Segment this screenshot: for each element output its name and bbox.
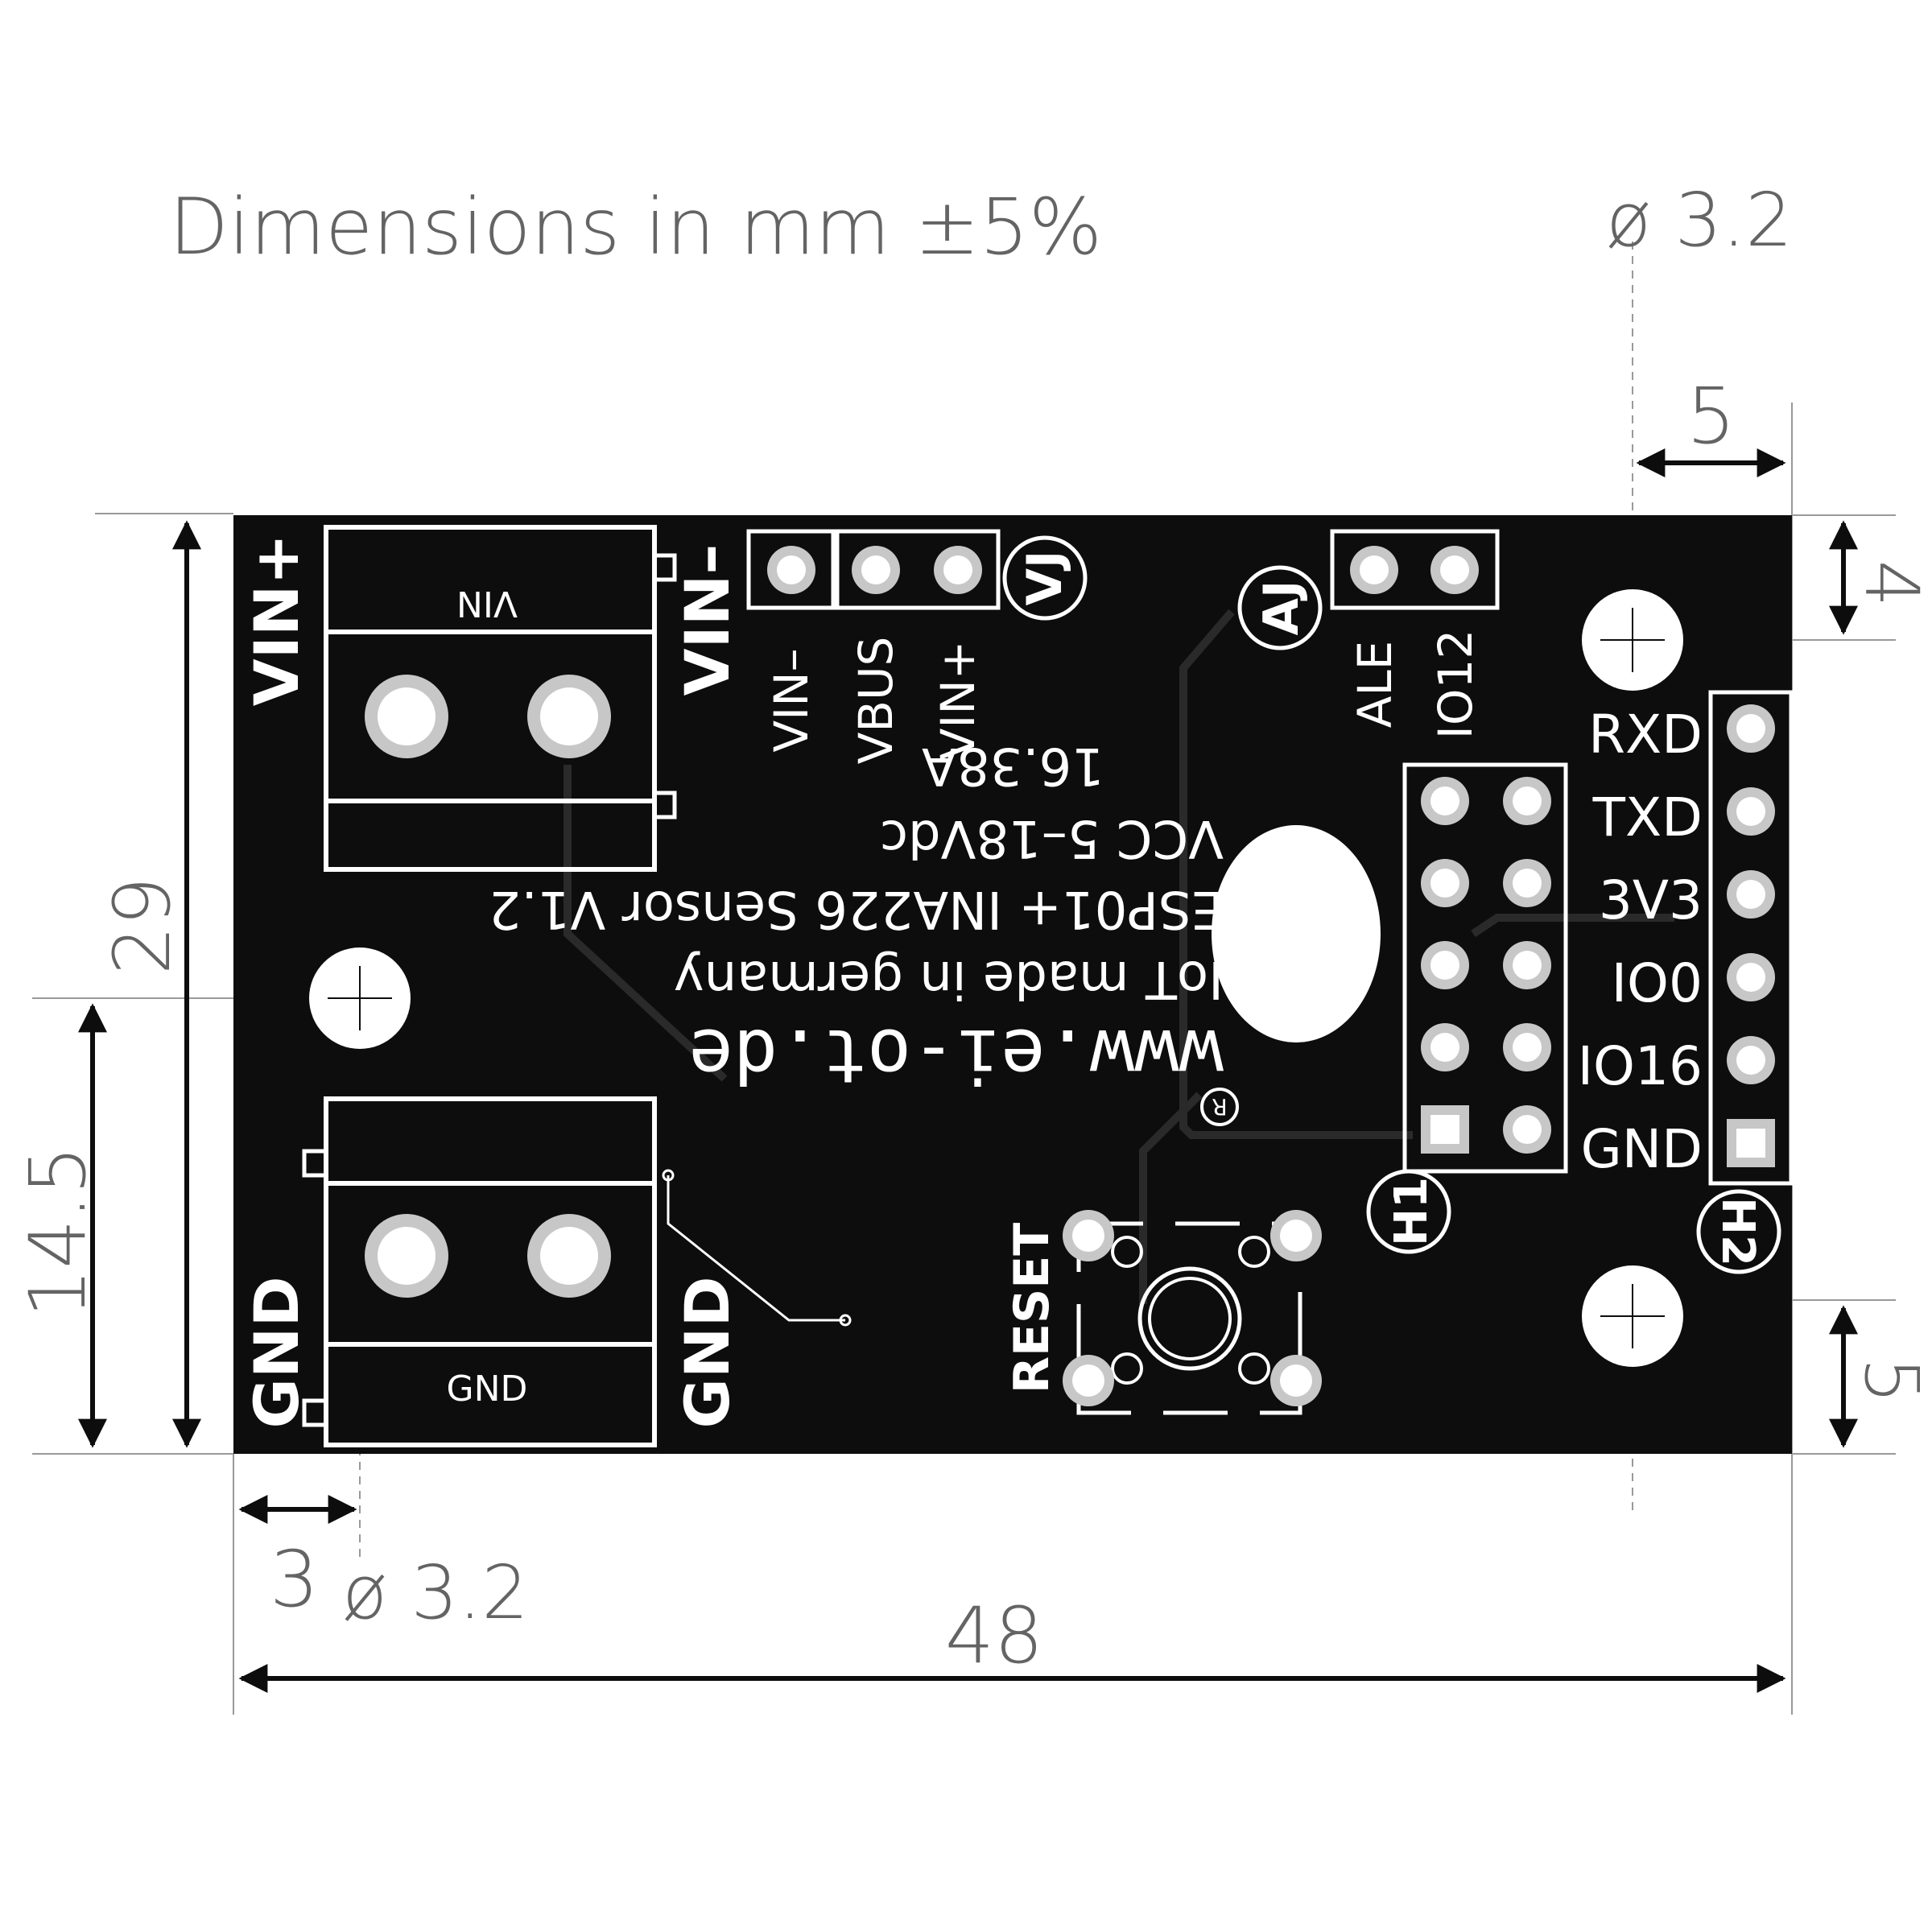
traces	[564, 609, 1674, 1304]
h2-pin-3v3: 3V3	[1599, 869, 1703, 931]
label-gnd-right: GND	[671, 1276, 743, 1428]
aj-pin-ale: ALE	[1348, 641, 1402, 729]
registered-letter: R	[1212, 1094, 1227, 1121]
vj-pin-vin-minus: VIN–	[764, 648, 819, 752]
hole-crosshairs	[328, 608, 1665, 1348]
reset-button	[1063, 1210, 1322, 1415]
aj-header	[1237, 529, 1500, 650]
h2-pin-txd: TXD	[1592, 786, 1703, 848]
title: Dimensions in mm ±5%	[169, 182, 1102, 272]
aj-pin-io12: IO12	[1428, 630, 1483, 740]
h2-pin-io0: IO0	[1612, 952, 1703, 1014]
h1-header	[1366, 762, 1568, 1254]
terminal-vin-label: VIN	[456, 583, 518, 624]
dim-right-offset: 5	[1686, 371, 1736, 461]
label-vin-minus: VIN–	[671, 544, 743, 696]
dim-hole-height: 14.5	[13, 1146, 103, 1318]
vj-header	[746, 529, 1088, 621]
dim-left-offset: 3	[270, 1534, 319, 1624]
dimension-arrows	[78, 448, 1858, 1693]
dim-hole-bottom-left: ø 3.2	[342, 1550, 529, 1636]
info-current: 16.38A	[922, 736, 1104, 795]
h2-pin-io16: IO16	[1578, 1035, 1703, 1097]
dim-hole-top-right: ø 3.2	[1606, 177, 1793, 263]
info-sensor: ESP01+ INA226 Sensor V1.2	[489, 879, 1224, 939]
thin-traces	[662, 1169, 852, 1327]
terminal-gnd: GND	[302, 1096, 657, 1447]
info-made: IoT made in germany	[674, 949, 1224, 1009]
dim-height: 29	[97, 877, 188, 975]
label-gnd-left: GND	[241, 1276, 312, 1428]
registered-mark	[1200, 1088, 1239, 1126]
label-vin-plus: VIN+	[241, 534, 312, 706]
h2-pin-rxd: RXD	[1588, 704, 1703, 766]
dim-bottom-offset: 5	[1848, 1357, 1932, 1405]
reset-label: RESET	[1004, 1223, 1060, 1393]
vj-pin-vin-plus: VIN+	[931, 641, 985, 761]
info-url: www.ei-ot.de	[688, 1013, 1224, 1099]
info-vcc: VCC 5–18Vdc	[880, 808, 1224, 868]
antenna-cutout	[1212, 825, 1381, 1042]
vj-pin-vbus: VBUS	[848, 637, 903, 765]
dim-top-offset: 4	[1848, 560, 1932, 608]
terminal-vin: VIN	[324, 525, 677, 872]
dim-width: 48	[945, 1591, 1043, 1681]
h2-label: H2	[1711, 1197, 1764, 1266]
h1-label: H1	[1385, 1177, 1438, 1246]
h2-header	[1696, 690, 1794, 1274]
h2-pin-gnd: GND	[1581, 1118, 1703, 1180]
vj-label: VJ	[1017, 551, 1073, 606]
aj-label: AJ	[1253, 580, 1310, 636]
terminal-gnd-label: GND	[447, 1368, 528, 1410]
